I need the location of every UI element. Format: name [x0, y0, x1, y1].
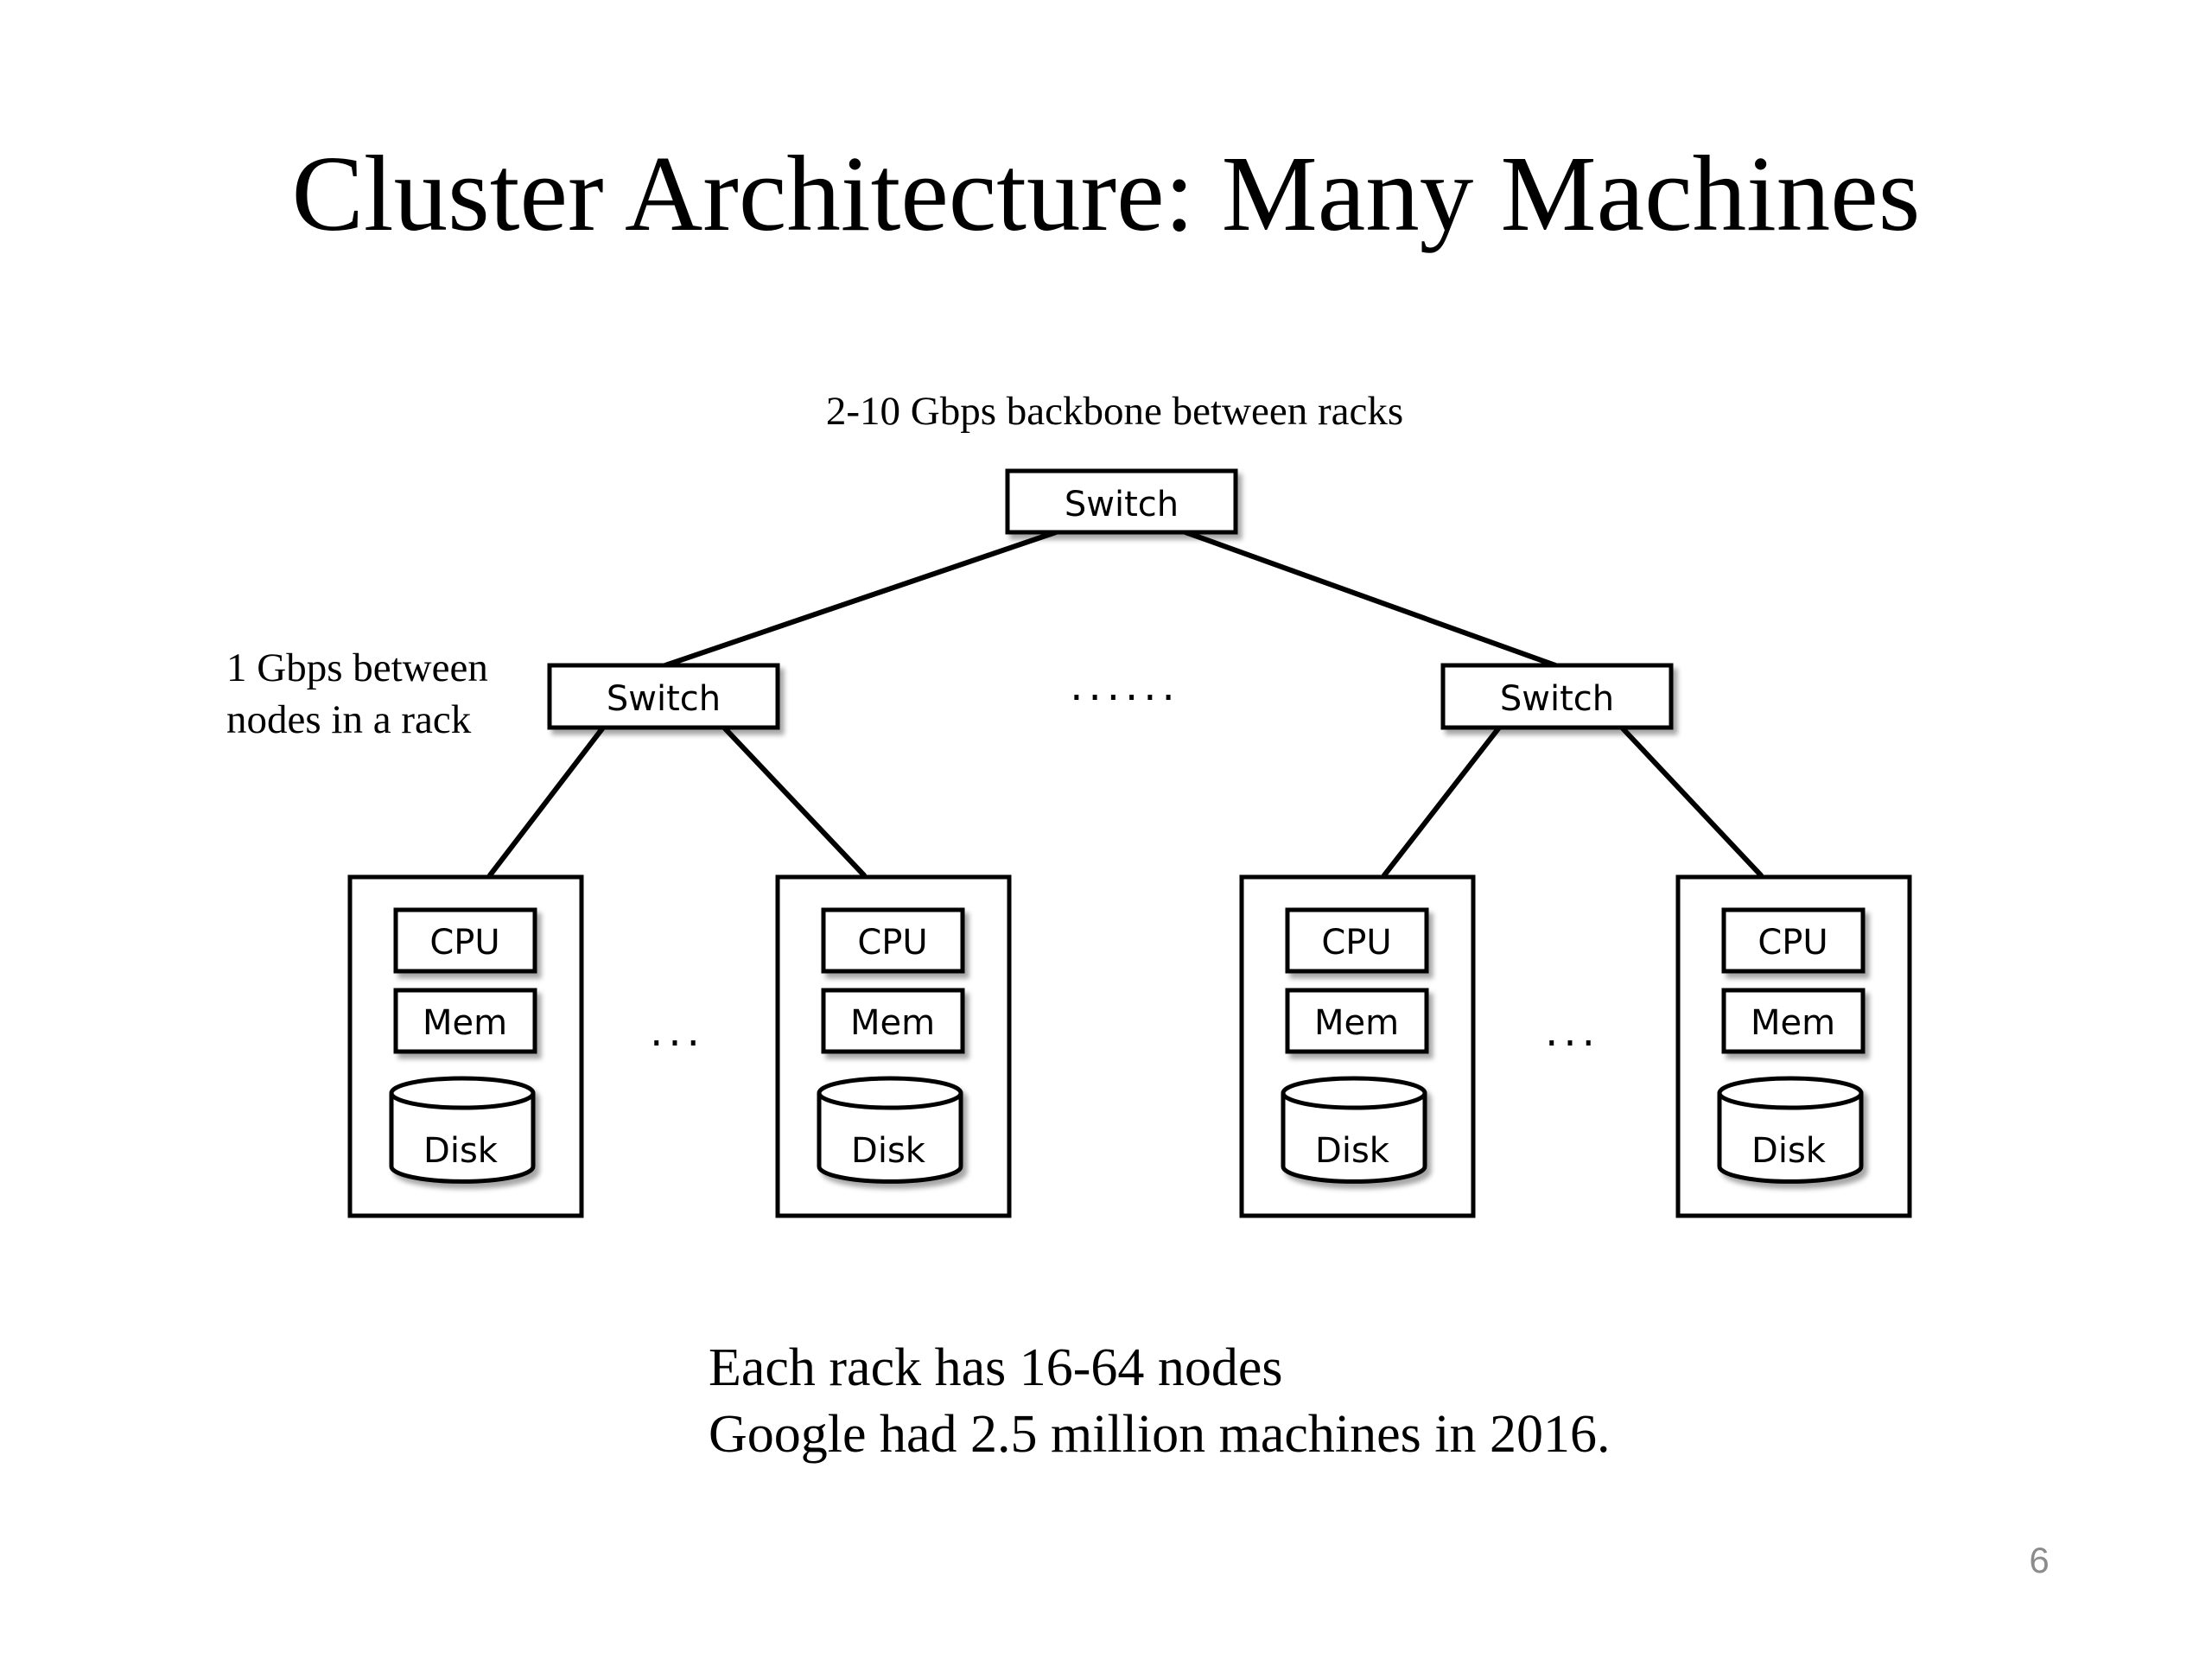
page-number: 6: [2029, 1540, 2050, 1580]
node-1-cpu-label: CPU: [429, 923, 499, 963]
between-racks-ellipsis: ......: [1070, 662, 1180, 710]
node-1-disk-icon: [389, 1076, 536, 1184]
node-1-mem: Mem: [393, 988, 537, 1054]
node-1: CPU Mem Disk: [347, 874, 584, 1218]
node-4-cpu-label: CPU: [1758, 923, 1827, 963]
link-left-switch-to-node-2: [721, 725, 867, 878]
footer-line-1: Each rack has 16-64 nodes: [709, 1338, 1283, 1397]
link-right-switch-to-node-4: [1619, 725, 1764, 878]
link-top-to-right-switch: [1183, 530, 1558, 668]
node-4-cpu: CPU: [1721, 907, 1866, 974]
rack-switch-right: Switch: [1440, 663, 1674, 730]
node-2-cpu: CPU: [821, 907, 965, 974]
node-3-mem-label: Mem: [1314, 1003, 1399, 1043]
node-1-disk-label: Disk: [423, 1131, 499, 1171]
node-3-cpu: CPU: [1285, 907, 1429, 974]
link-left-switch-to-node-1: [487, 725, 606, 878]
node-3-disk-icon: [1281, 1076, 1427, 1184]
top-switch-label: Switch: [1065, 485, 1179, 524]
between-nodes-ellipsis-right: ...: [1545, 1007, 1600, 1056]
node-4-disk-icon: [1717, 1076, 1864, 1184]
between-nodes-ellipsis-left: ...: [650, 1007, 705, 1056]
slide-title: Cluster Architecture: Many Machines: [291, 135, 1921, 254]
node-3: CPU Mem Disk: [1239, 874, 1476, 1218]
footer-line-2: Google had 2.5 million machines in 2016.: [709, 1405, 1611, 1464]
backbone-label: 2-10 Gbps backbone between racks: [825, 389, 1404, 434]
network-links: [487, 530, 1764, 878]
node-4: CPU Mem Disk: [1675, 874, 1912, 1218]
node-4-disk-label: Disk: [1751, 1131, 1827, 1171]
link-right-switch-to-node-3: [1382, 725, 1502, 878]
node-1-cpu: CPU: [393, 907, 537, 974]
node-4-mem-label: Mem: [1751, 1003, 1835, 1043]
node-2: CPU Mem Disk: [775, 874, 1012, 1218]
rack-link-label-line1: 1 Gbps between: [226, 645, 488, 690]
node-2-mem: Mem: [821, 988, 965, 1054]
rack-switch-left: Switch: [547, 663, 780, 730]
rack-switch-left-label: Switch: [607, 679, 721, 719]
rack-link-label-line2: nodes in a rack: [226, 697, 472, 742]
node-3-mem: Mem: [1285, 988, 1429, 1054]
node-3-disk-label: Disk: [1315, 1131, 1390, 1171]
node-2-mem-label: Mem: [850, 1003, 935, 1043]
top-switch: Switch: [1005, 468, 1238, 535]
node-2-cpu-label: CPU: [857, 923, 927, 963]
node-4-mem: Mem: [1721, 988, 1866, 1054]
node-2-disk-label: Disk: [851, 1131, 926, 1171]
rack-switch-right-label: Switch: [1500, 679, 1614, 719]
link-top-to-left-switch: [663, 530, 1058, 668]
node-2-disk-icon: [817, 1076, 963, 1184]
node-1-mem-label: Mem: [423, 1003, 507, 1043]
node-3-cpu-label: CPU: [1321, 923, 1391, 963]
